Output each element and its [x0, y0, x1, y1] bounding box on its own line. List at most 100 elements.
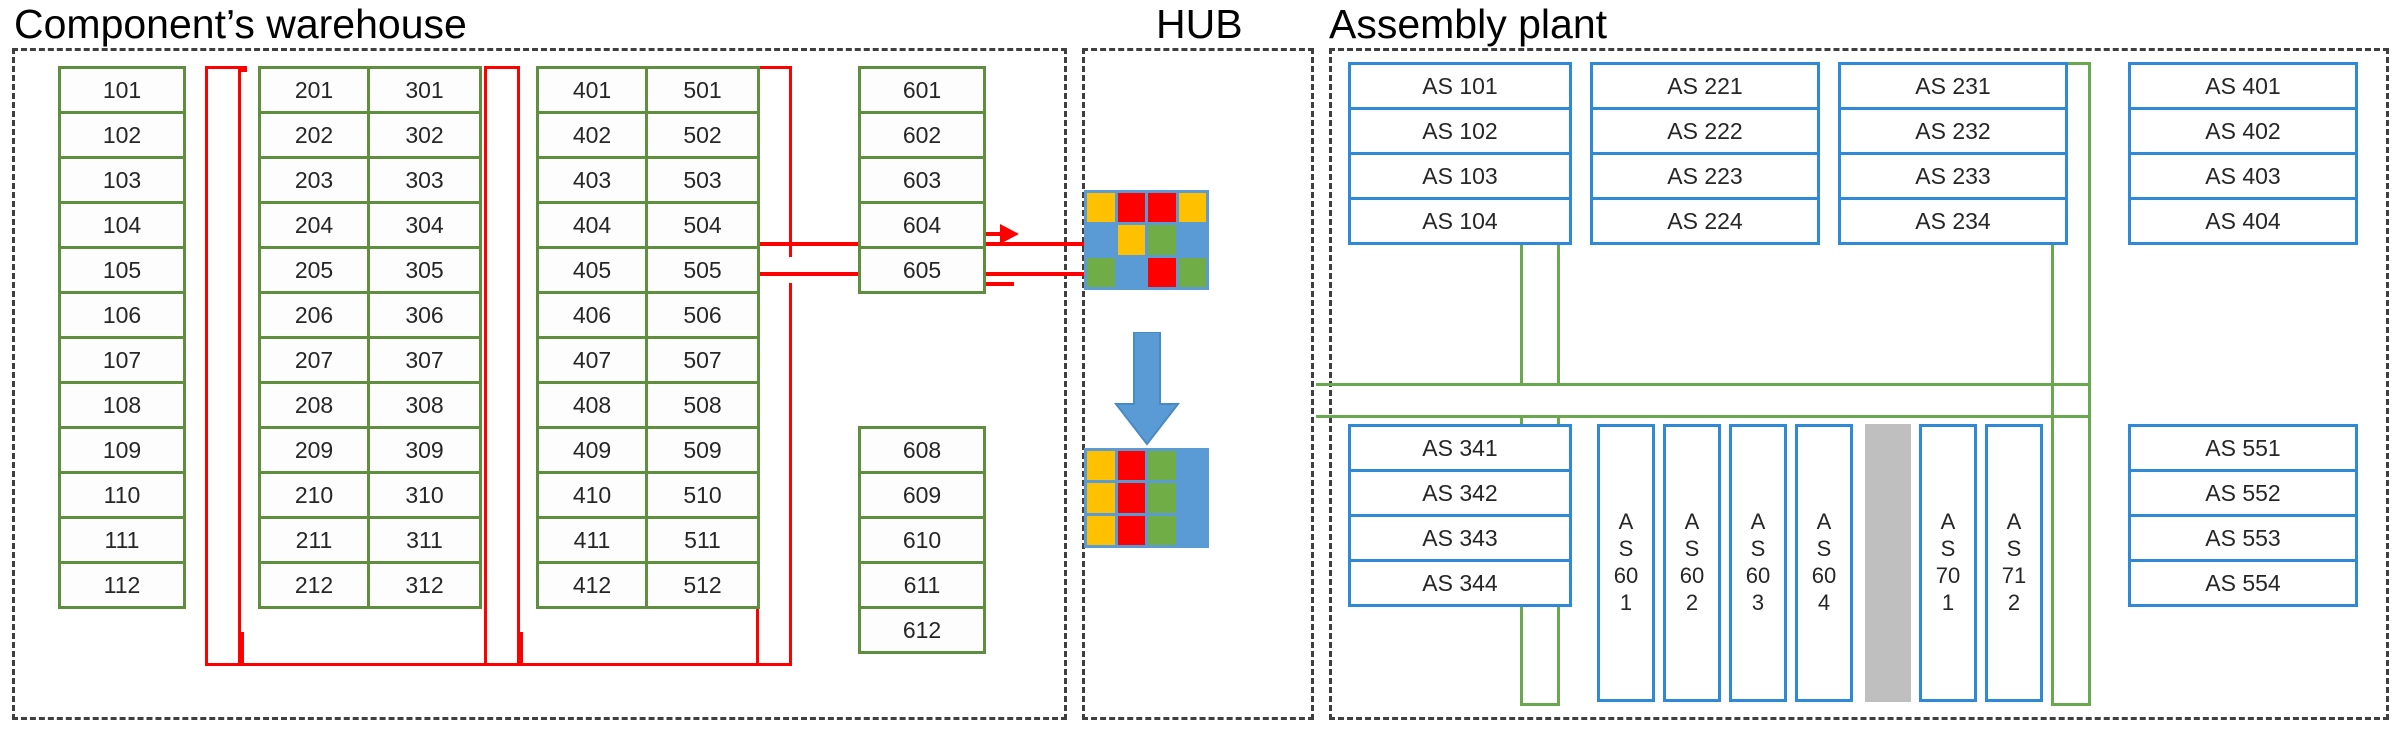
- rack-cell[interactable]: 111: [58, 516, 186, 564]
- as-station-box[interactable]: AS 101: [1348, 62, 1572, 110]
- rack-cell[interactable]: 509: [645, 426, 760, 474]
- rack-cell[interactable]: 110: [58, 471, 186, 519]
- rack-cell[interactable]: 608: [858, 426, 986, 474]
- rack-cell[interactable]: 301: [367, 66, 482, 114]
- rack-cell[interactable]: 112: [58, 561, 186, 609]
- rack-cell[interactable]: 409: [536, 426, 648, 474]
- rack-cell[interactable]: 402: [536, 111, 648, 159]
- rack-cell[interactable]: 505: [645, 246, 760, 294]
- rack-cell[interactable]: 207: [258, 336, 370, 384]
- rack-cell[interactable]: 205: [258, 246, 370, 294]
- rack-cell[interactable]: 306: [367, 291, 482, 339]
- rack-cell[interactable]: 106: [58, 291, 186, 339]
- rack-cell[interactable]: 411: [536, 516, 648, 564]
- rack-cell[interactable]: 406: [536, 291, 648, 339]
- rack-cell[interactable]: 309: [367, 426, 482, 474]
- rack-cell[interactable]: 603: [858, 156, 986, 204]
- rack-cell[interactable]: 506: [645, 291, 760, 339]
- as-station-box[interactable]: AS 233: [1838, 152, 2068, 200]
- rack-cell[interactable]: 507: [645, 336, 760, 384]
- rack-cell[interactable]: 401: [536, 66, 648, 114]
- rack-cell[interactable]: 504: [645, 201, 760, 249]
- as-station-box[interactable]: AS 401: [2128, 62, 2358, 110]
- rack-cell[interactable]: 102: [58, 111, 186, 159]
- rack-cell[interactable]: 208: [258, 381, 370, 429]
- as-station-box[interactable]: AS 553: [2128, 514, 2358, 562]
- as-station-box[interactable]: AS 403: [2128, 152, 2358, 200]
- rack-cell[interactable]: 310: [367, 471, 482, 519]
- rack-cell[interactable]: 612: [858, 606, 986, 654]
- rack-cell[interactable]: 305: [367, 246, 482, 294]
- rack-cell[interactable]: 511: [645, 516, 760, 564]
- rack-cell[interactable]: 404: [536, 201, 648, 249]
- as-station-box[interactable]: AS 341: [1348, 424, 1572, 472]
- as-station-box[interactable]: AS 343: [1348, 514, 1572, 562]
- rack-cell[interactable]: 311: [367, 516, 482, 564]
- rack-cell[interactable]: 510: [645, 471, 760, 519]
- rack-cell[interactable]: 104: [58, 201, 186, 249]
- rack-cell[interactable]: 212: [258, 561, 370, 609]
- rack-cell[interactable]: 502: [645, 111, 760, 159]
- rack-cell[interactable]: 103: [58, 156, 186, 204]
- rack-cell[interactable]: 408: [536, 381, 648, 429]
- rack-cell[interactable]: 610: [858, 516, 986, 564]
- rack-cell[interactable]: 109: [58, 426, 186, 474]
- rack-cell[interactable]: 308: [367, 381, 482, 429]
- rack-cell[interactable]: 206: [258, 291, 370, 339]
- rack-cell[interactable]: 604: [858, 201, 986, 249]
- as-station-box[interactable]: AS 104: [1348, 197, 1572, 245]
- rack-cell[interactable]: 412: [536, 561, 648, 609]
- as-station-box[interactable]: AS 232: [1838, 107, 2068, 155]
- rack-cell[interactable]: 303: [367, 156, 482, 204]
- rack-cell[interactable]: 501: [645, 66, 760, 114]
- as-station-box[interactable]: AS 404: [2128, 197, 2358, 245]
- as-station-box[interactable]: AS 223: [1590, 152, 1820, 200]
- rack-cell[interactable]: 201: [258, 66, 370, 114]
- rack-cell[interactable]: 101: [58, 66, 186, 114]
- rack-cell[interactable]: 307: [367, 336, 482, 384]
- as-station-box[interactable]: AS 231: [1838, 62, 2068, 110]
- rack-cell[interactable]: 209: [258, 426, 370, 474]
- rack-cell[interactable]: 302: [367, 111, 482, 159]
- rack-cell[interactable]: 512: [645, 561, 760, 609]
- rack-cell[interactable]: 609: [858, 471, 986, 519]
- as-station-box[interactable]: AS 221: [1590, 62, 1820, 110]
- rack-cell[interactable]: 211: [258, 516, 370, 564]
- as-station-box[interactable]: AS 103: [1348, 152, 1572, 200]
- rack-cell[interactable]: 611: [858, 561, 986, 609]
- rack-cell[interactable]: 210: [258, 471, 370, 519]
- rack-cell[interactable]: 407: [536, 336, 648, 384]
- rack-cell[interactable]: 503: [645, 156, 760, 204]
- rack-cell[interactable]: 107: [58, 336, 186, 384]
- rack-cell[interactable]: 410: [536, 471, 648, 519]
- as-station-box[interactable]: AS 552: [2128, 469, 2358, 517]
- as-station-box[interactable]: AS 222: [1590, 107, 1820, 155]
- rack-cell[interactable]: 602: [858, 111, 986, 159]
- as-station-box[interactable]: AS 102: [1348, 107, 1572, 155]
- rack-cell[interactable]: 108: [58, 381, 186, 429]
- as-station-box[interactable]: AS 342: [1348, 469, 1572, 517]
- as-station-box[interactable]: AS 551: [2128, 424, 2358, 472]
- as-station-box[interactable]: AS 554: [2128, 559, 2358, 607]
- as-station-box[interactable]: AS 402: [2128, 107, 2358, 155]
- rack-cell[interactable]: 405: [536, 246, 648, 294]
- rack-cell[interactable]: 605: [858, 246, 986, 294]
- rack-cell[interactable]: 304: [367, 201, 482, 249]
- rack-cell[interactable]: 312: [367, 561, 482, 609]
- rack-cell[interactable]: 202: [258, 111, 370, 159]
- as-station-box[interactable]: AS 224: [1590, 197, 1820, 245]
- rack-cell[interactable]: 601: [858, 66, 986, 114]
- as-station-box[interactable]: AS 234: [1838, 197, 2068, 245]
- as-station-box[interactable]: AS 344: [1348, 559, 1572, 607]
- rack-cell[interactable]: 203: [258, 156, 370, 204]
- rack-cell[interactable]: 508: [645, 381, 760, 429]
- rack-cell[interactable]: 204: [258, 201, 370, 249]
- rack-cell[interactable]: 105: [58, 246, 186, 294]
- rack-cell[interactable]: 403: [536, 156, 648, 204]
